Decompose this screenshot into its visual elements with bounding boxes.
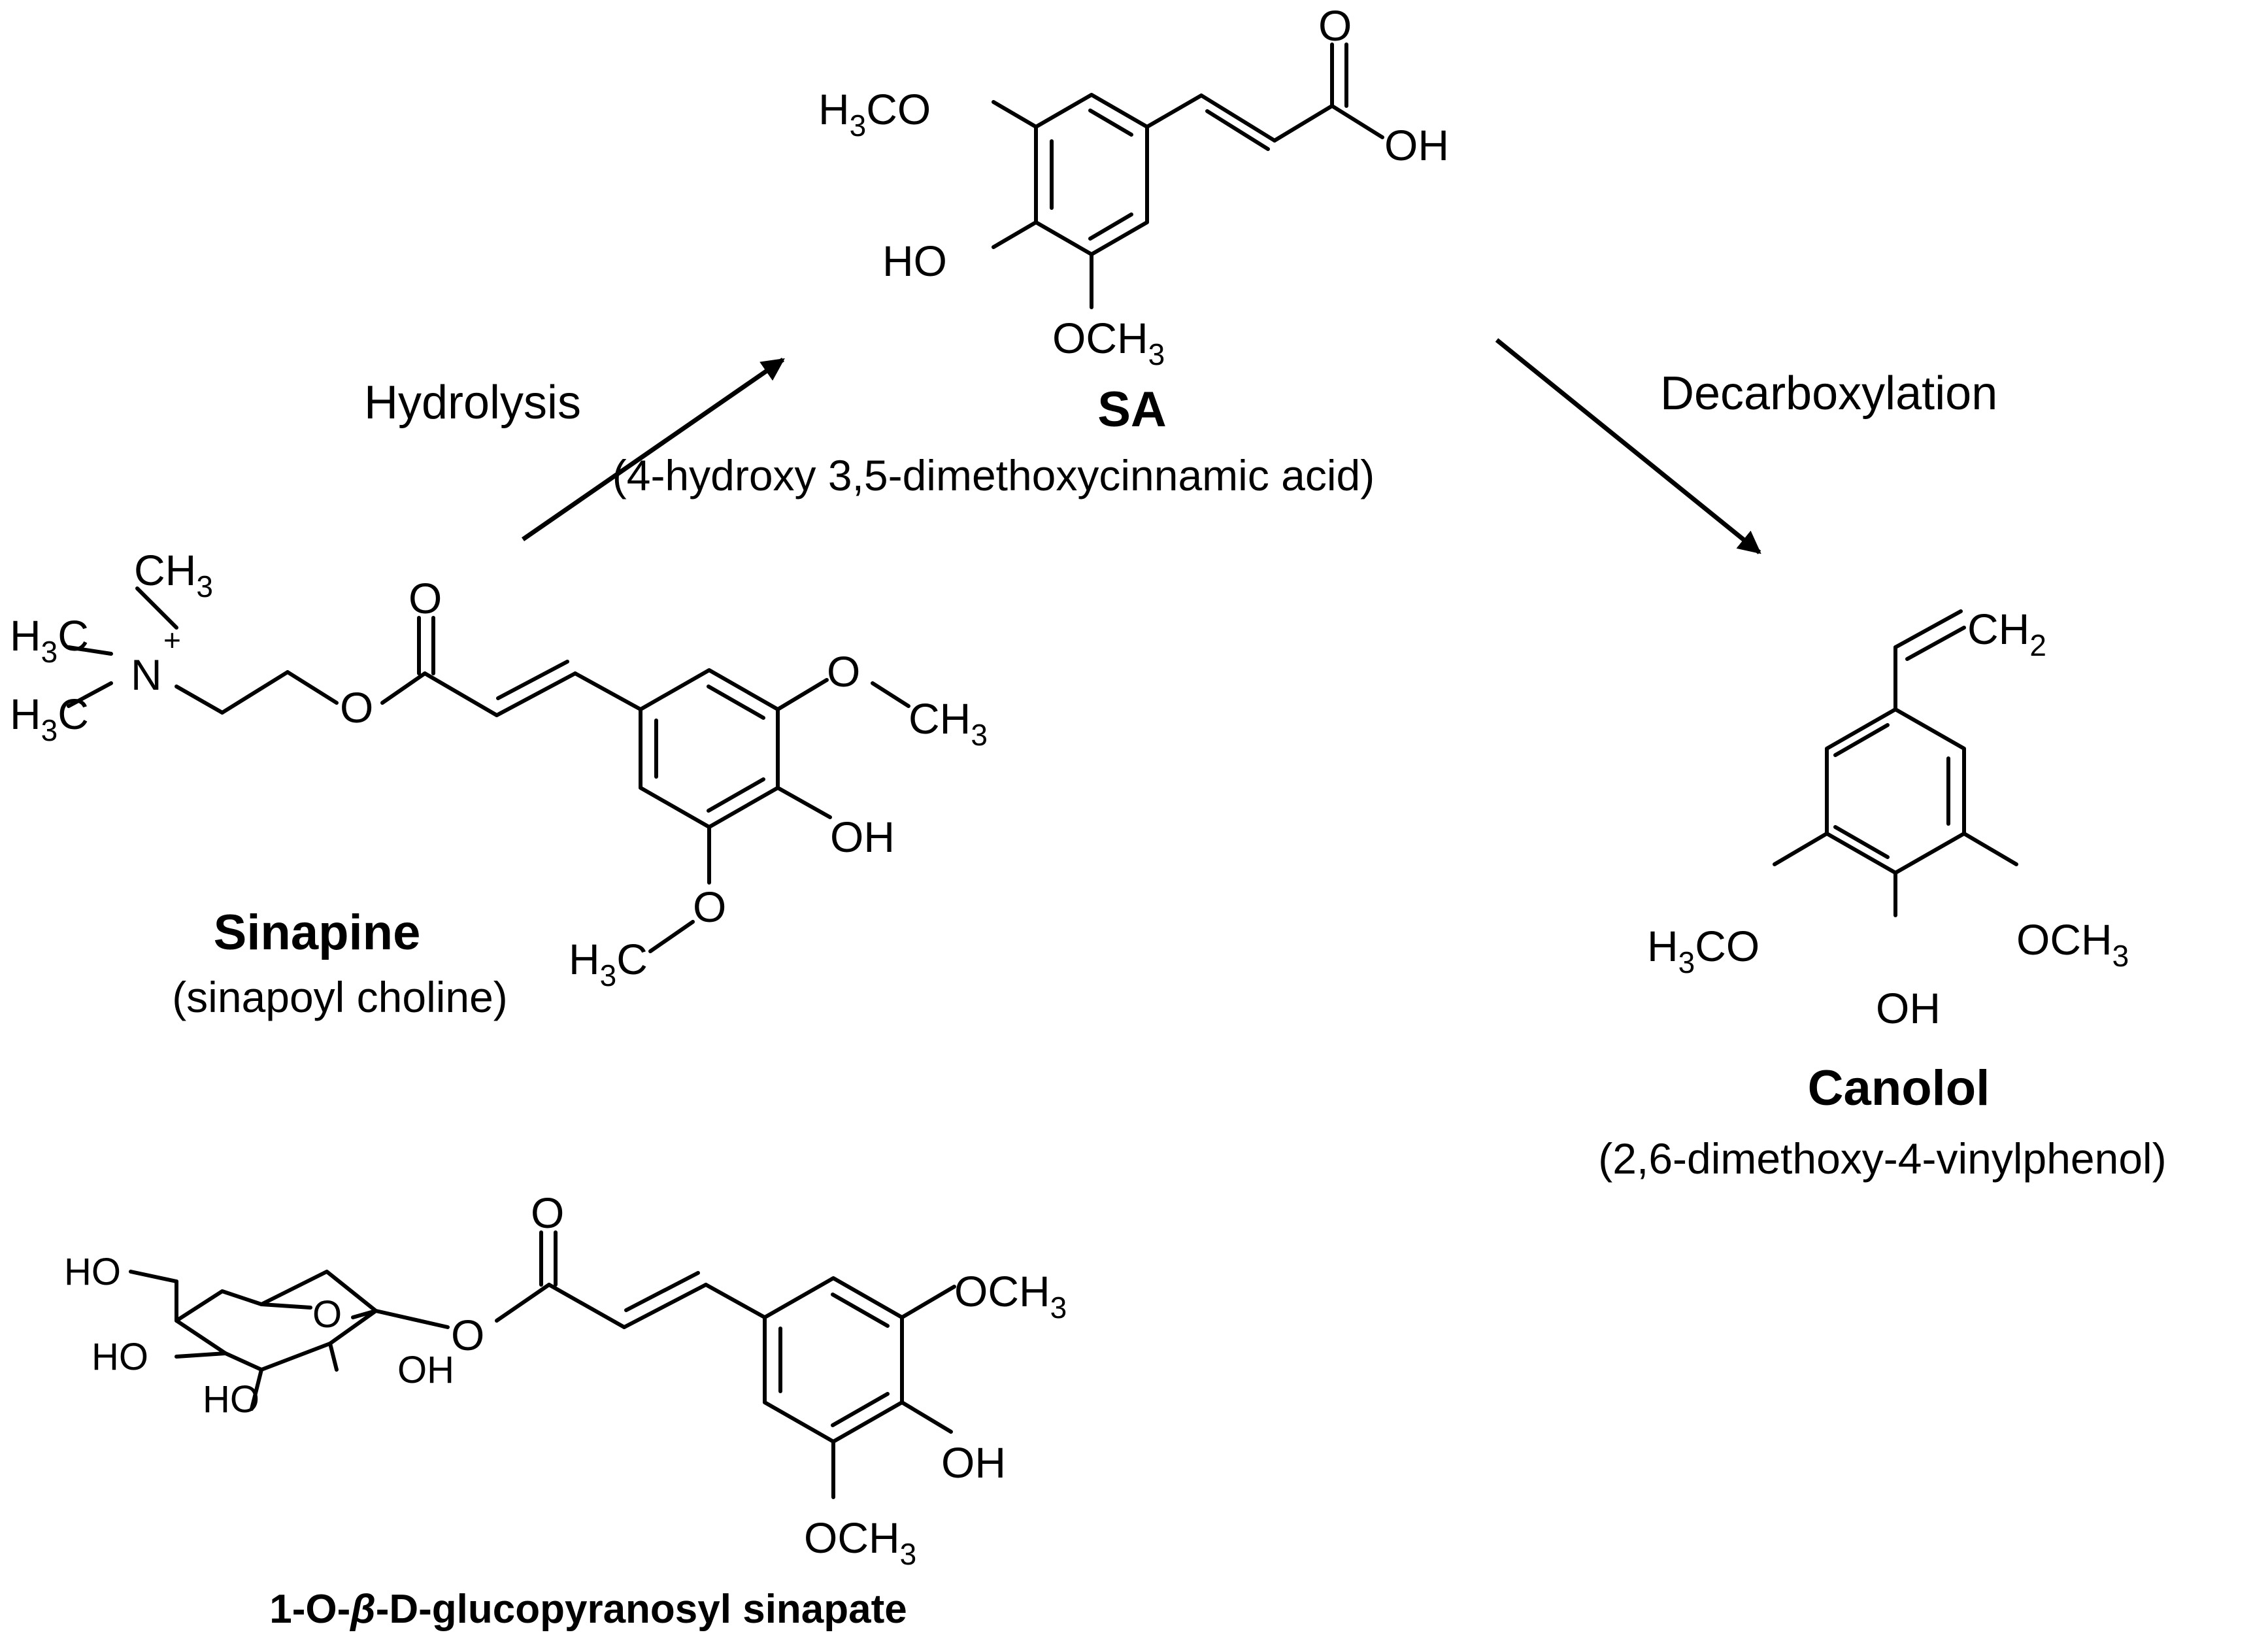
glucose-ho-top-label: HO (64, 1251, 121, 1293)
sa-name: SA (1097, 382, 1167, 437)
sinapine-ester-o-label: O (340, 683, 373, 732)
sinapine-name: Sinapine (214, 905, 421, 960)
sinapine-ch3-right-label: CH3 (909, 694, 988, 752)
sinapine-carbonyl-o-label: O (409, 574, 442, 622)
glucose-ho-middle-label: HO (92, 1336, 148, 1378)
sinapine-h3c-bottom-label: H3C (10, 690, 89, 747)
sinapine-structure (67, 586, 910, 953)
sinapine-description: (sinapoyl choline) (172, 973, 508, 1021)
canolol-oh-label: OH (1876, 984, 1941, 1032)
sa-ho-label: HO (882, 237, 947, 285)
sinapine-h3c-lower-label: H3C (569, 935, 648, 992)
glucose-ho-bottom-label: HO (203, 1378, 259, 1421)
canolol-description: (2,6-dimethoxy-4-vinylphenol) (1598, 1134, 2166, 1183)
canolol-och3-label: OCH3 (2016, 915, 2129, 973)
sa-structure (992, 42, 1384, 309)
glucose-oh-label: OH (397, 1349, 454, 1391)
hydrolysis-arrow (522, 358, 785, 541)
sinapine-charge-label: + (163, 623, 181, 657)
glucose-ring-o-label: O (312, 1293, 342, 1336)
canolol-structure (1773, 609, 2018, 917)
sa-description: (4-hydroxy 3,5-dimethoxycinnamic acid) (612, 451, 1375, 499)
glucosyl-och3-bottom-label: OCH3 (804, 1514, 916, 1571)
glucosyl-oh-label: OH (941, 1438, 1006, 1487)
sa-och3-label: OCH3 (1052, 314, 1165, 371)
hydrolysis-label: Hydrolysis (364, 377, 581, 429)
sinapine-lower-o-label: O (693, 883, 726, 931)
decarboxylation-label: Decarboxylation (1660, 367, 1997, 420)
sinapine-ch3-label: CH3 (134, 546, 213, 603)
glucosyl-carbonyl-o-label: O (531, 1189, 564, 1237)
glucosyl-sinapate-structure (129, 1230, 956, 1499)
sa-carbonyl-o-label: O (1318, 1, 1352, 50)
decarboxylation-arrow (1495, 338, 1761, 554)
sinapine-h3c-top-label: H3C (10, 611, 89, 669)
sa-h3co-label: H3CO (818, 85, 931, 143)
glucosyl-och3-top-label: OCH3 (954, 1267, 1067, 1325)
sinapine-nitrogen-label: N (131, 651, 162, 699)
sa-oh-label: OH (1384, 121, 1449, 169)
canolol-h3co-label: H3CO (1647, 922, 1759, 979)
canolol-name: Canolol (1808, 1060, 1990, 1116)
glucosyl-ester-o-label: O (451, 1311, 484, 1359)
canolol-ch2-label: CH2 (1967, 605, 2046, 662)
sinapine-upper-o-label: O (827, 647, 860, 696)
sinapine-oh-label: OH (830, 813, 895, 861)
glucosyl-sinapate-name: 1-O-β-D-glucopyranosyl sinapate (269, 1587, 907, 1632)
